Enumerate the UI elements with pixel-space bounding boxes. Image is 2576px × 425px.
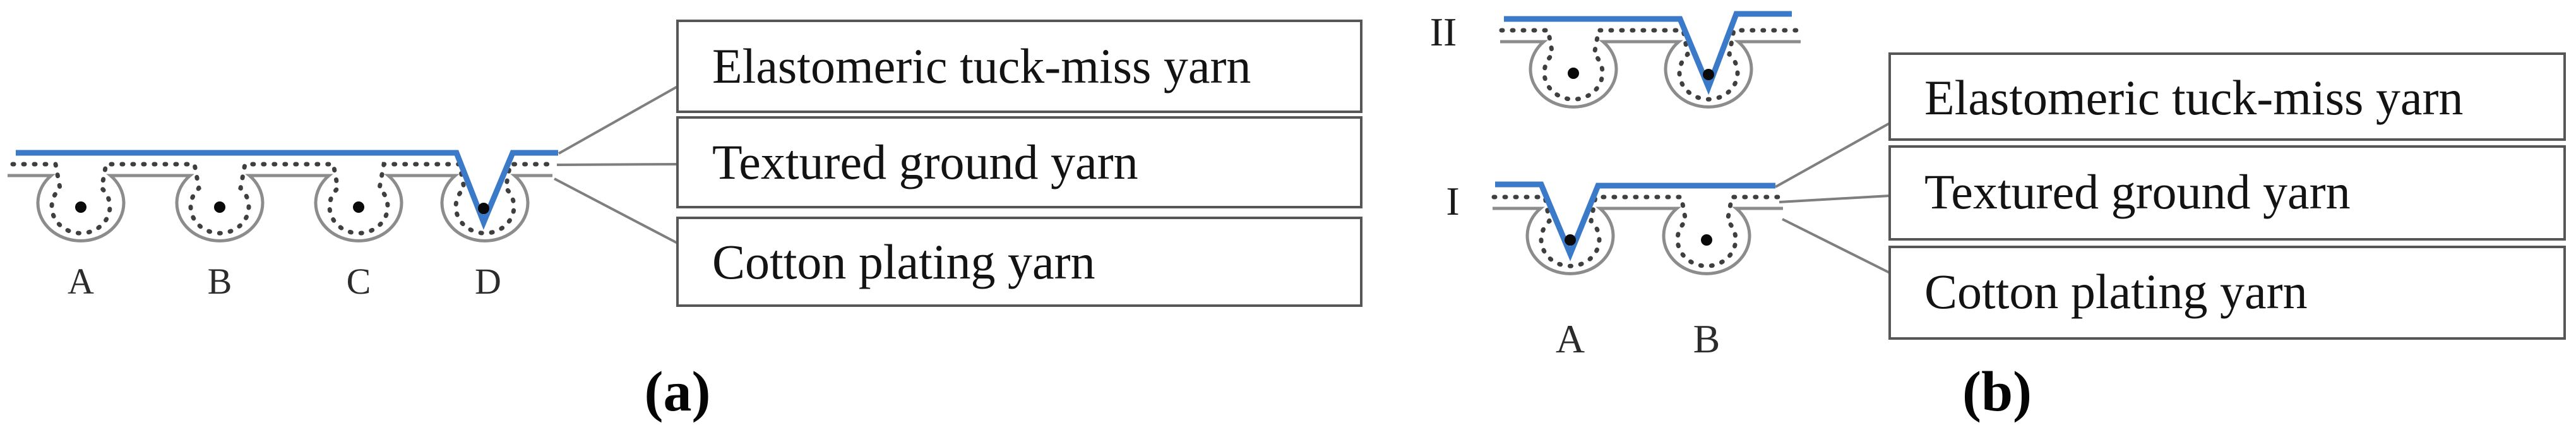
loop-dot-b1-1 bbox=[1565, 234, 1576, 246]
loop-label-b-B: B bbox=[1693, 316, 1720, 361]
label-box-textured-a bbox=[676, 116, 1363, 208]
loop-dot-a2 bbox=[214, 201, 225, 213]
ground-yarn-loop-path-b1 bbox=[1493, 207, 1783, 275]
box-label-cotton-a: Cotton plating yarn bbox=[712, 234, 1095, 289]
elastomeric-yarn-path-b1 bbox=[1495, 181, 1775, 261]
ground-yarn-loop-path-b2 bbox=[1500, 40, 1801, 109]
loop-dot-b2-2 bbox=[1703, 69, 1714, 80]
loop-dot-b1-2 bbox=[1701, 234, 1712, 246]
loop-dot-a4 bbox=[478, 203, 489, 214]
label-box-elastomeric-a bbox=[676, 20, 1363, 113]
plating-yarn-dotted-path-a bbox=[10, 162, 558, 236]
ground-yarn-loop-path-a bbox=[8, 174, 552, 242]
label-box-cotton-b bbox=[1888, 246, 2566, 340]
row-label-i: I bbox=[1446, 179, 1459, 224]
callout-line-elastomeric-b bbox=[1775, 122, 1890, 188]
loop-label-a-B: B bbox=[208, 261, 232, 302]
plating-yarn-dotted-path-b2 bbox=[1499, 28, 1801, 102]
label-box-elastomeric-b bbox=[1888, 52, 2566, 141]
loop-label-b-A: A bbox=[1556, 316, 1585, 361]
panel-caption-b: (b) bbox=[1962, 361, 2032, 423]
elastomeric-yarn-path-b2 bbox=[1504, 11, 1792, 95]
box-label-textured-b: Textured ground yarn bbox=[1924, 164, 2351, 219]
panel-caption-a: (a) bbox=[645, 361, 711, 423]
box-label-textured-a: Textured ground yarn bbox=[712, 135, 1138, 189]
box-label-elastomeric-a: Elastomeric tuck-miss yarn bbox=[712, 39, 1251, 93]
loop-label-a-D: D bbox=[475, 261, 501, 302]
elastomeric-yarn-path-a bbox=[16, 150, 558, 230]
label-box-cotton-a bbox=[676, 217, 1363, 307]
loop-label-a-C: C bbox=[347, 261, 371, 302]
box-label-cotton-b: Cotton plating yarn bbox=[1924, 264, 2308, 319]
loop-dot-b2-1 bbox=[1568, 68, 1579, 79]
callout-line-textured-a bbox=[556, 163, 678, 166]
callout-line-cotton-a bbox=[554, 177, 678, 244]
callout-line-cotton-b bbox=[1782, 218, 1890, 274]
callout-line-textured-b bbox=[1779, 195, 1890, 203]
box-label-elastomeric-b: Elastomeric tuck-miss yarn bbox=[1924, 70, 2463, 125]
row-label-ii: II bbox=[1430, 9, 1457, 54]
loop-dot-a1 bbox=[75, 201, 86, 213]
panel-b: II I A B Elastomeric tuck-miss yarn T bbox=[1430, 9, 2566, 423]
loop-label-a-A: A bbox=[68, 261, 94, 302]
panel-a: A B C D Elastomeric tuck-miss yarn Textu… bbox=[8, 20, 1363, 423]
plating-yarn-dotted-path-b1 bbox=[1491, 195, 1782, 268]
loop-dot-a3 bbox=[353, 201, 364, 213]
callout-line-elastomeric-a bbox=[558, 85, 678, 155]
label-box-textured-b bbox=[1888, 145, 2566, 241]
